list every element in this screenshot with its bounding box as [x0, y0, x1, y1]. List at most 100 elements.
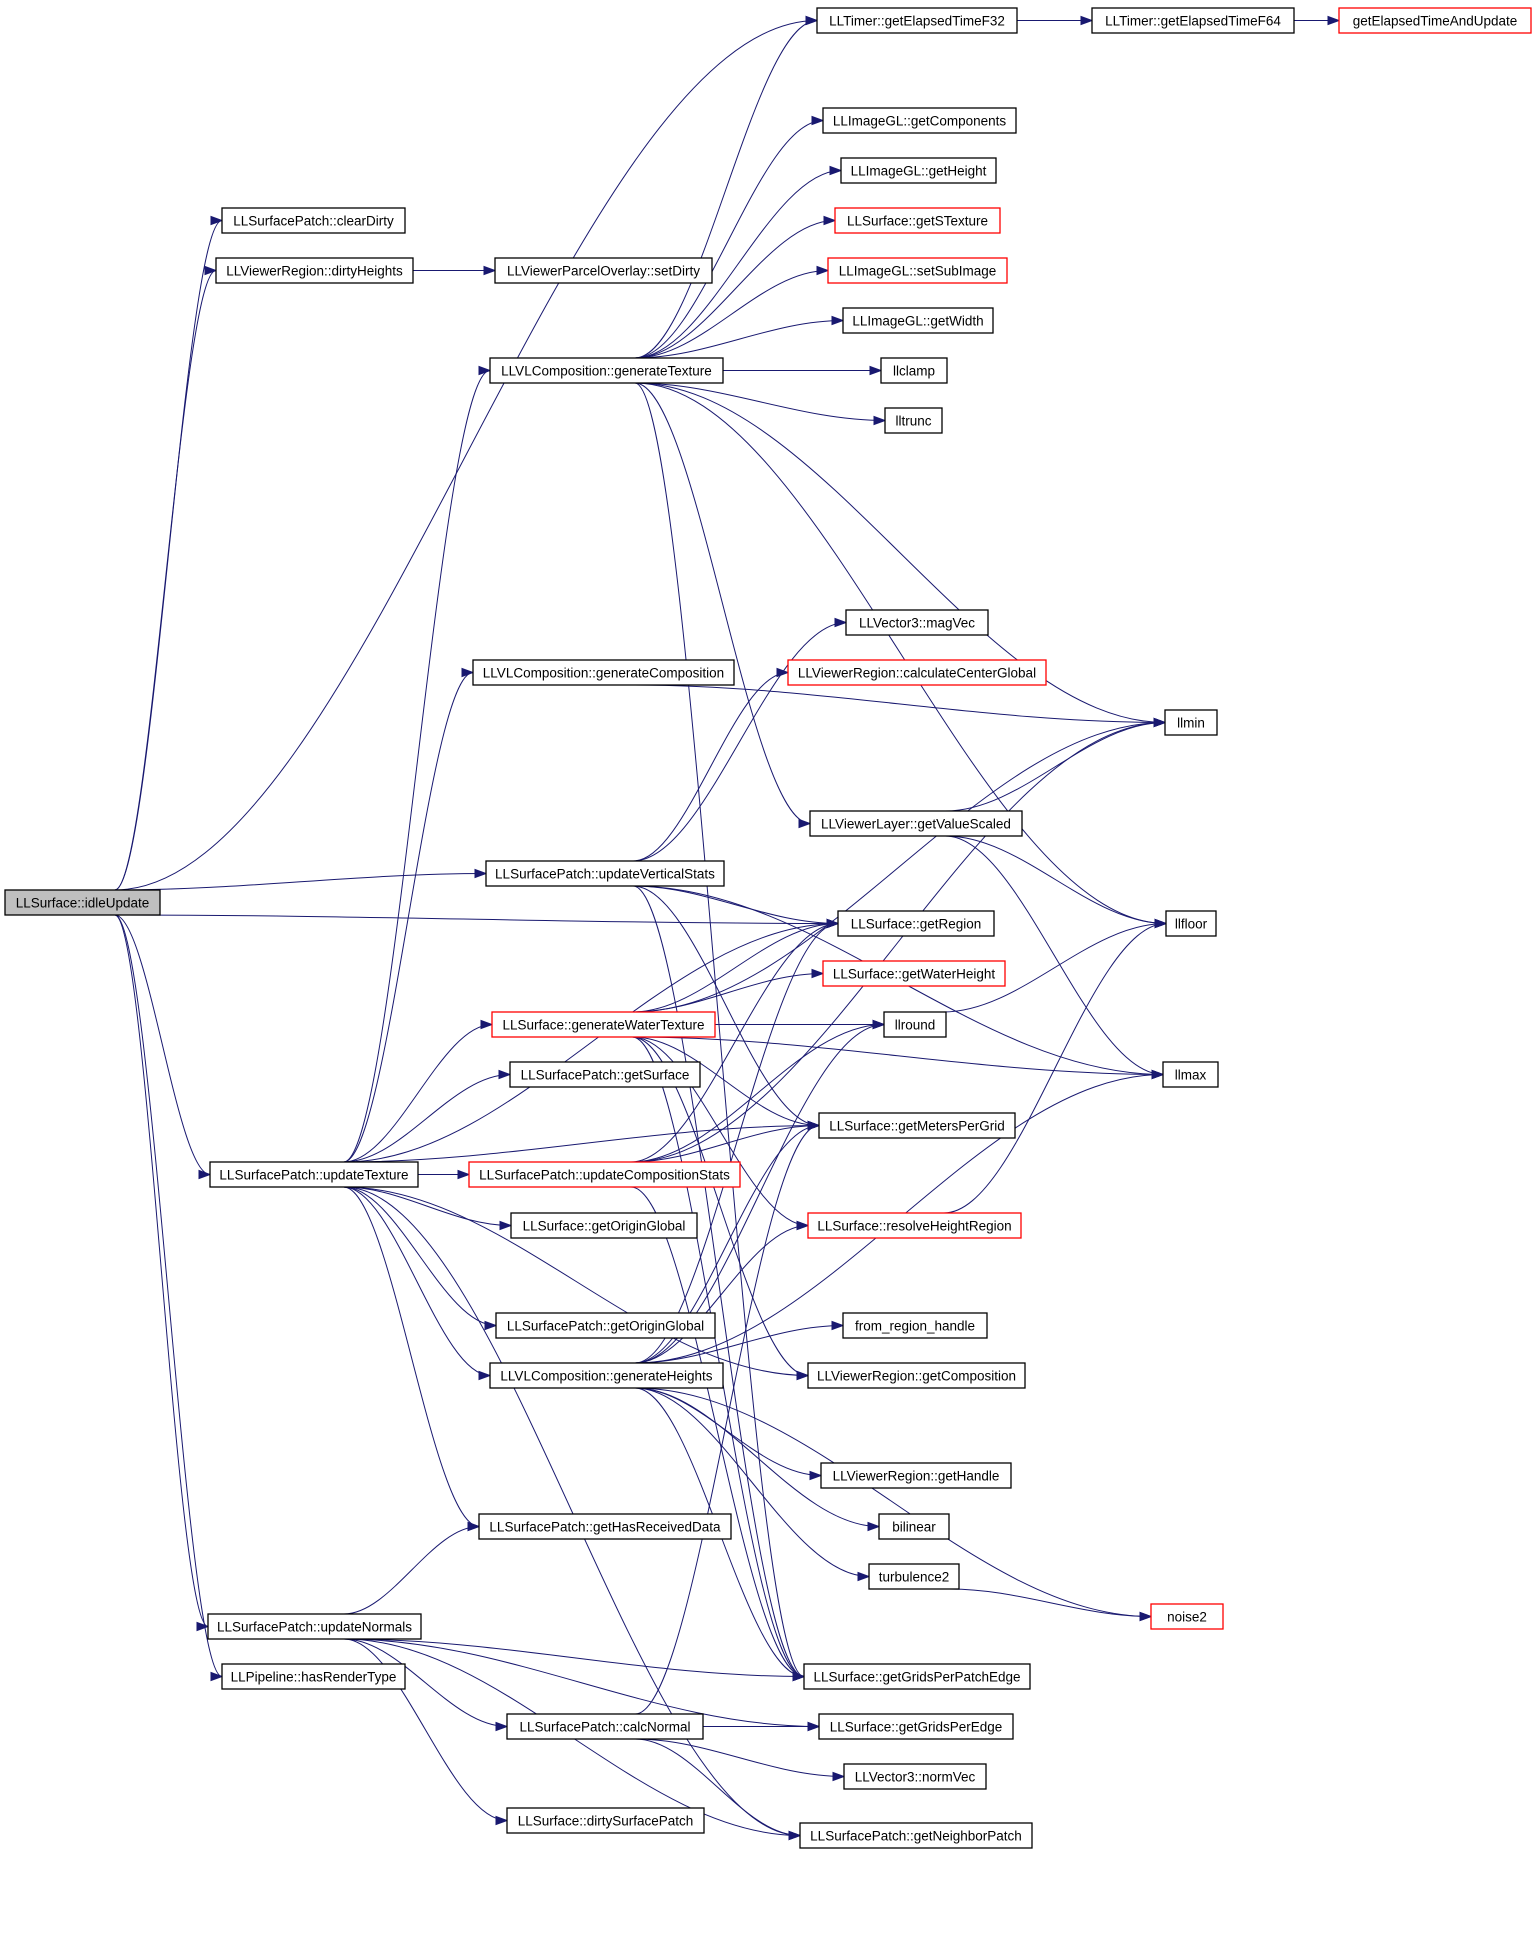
node-get-elapsed-f64[interactable]: LLTimer::getElapsedTimeF64 [1091, 7, 1295, 34]
edge-calc-normal-to-norm-vec [635, 1738, 845, 1777]
node-update-texture[interactable]: LLSurfacePatch::updateTexture [209, 1161, 419, 1188]
node-get-origin-global[interactable]: LLSurface::getOriginGlobal [510, 1212, 698, 1239]
node-box [478, 1513, 732, 1540]
edge-update-normals-to-get-grids-per-patch [343, 1638, 805, 1677]
node-get-stexture[interactable]: LLSurface::getSTexture [834, 207, 1001, 234]
node-clear-dirty[interactable]: LLSurfacePatch::clearDirty [221, 207, 406, 234]
node-has-received[interactable]: LLSurfacePatch::getHasReceivedData [478, 1513, 732, 1540]
arrowhead-get-elapsed-f64-to-get-elapsed-update [1327, 15, 1341, 26]
node-llround[interactable]: llround [883, 1011, 947, 1038]
edge-gen-water-to-llmin [632, 722, 1166, 1013]
arrowhead-gen-texture-to-llclamp [869, 365, 883, 376]
node-box [494, 257, 713, 284]
node-calc-normal[interactable]: LLSurfacePatch::calcNormal [506, 1713, 704, 1740]
node-label: LLViewerRegion::calculateCenterGlobal [798, 666, 1036, 681]
node-label: LLVLComposition::generateTexture [501, 364, 712, 379]
edge-update-vert-to-calc-center [633, 672, 789, 862]
node-label: LLSurface::getWaterHeight [833, 967, 996, 982]
node-get-grids-per-patch[interactable]: LLSurface::getGridsPerPatchEdge [803, 1663, 1031, 1690]
node-gen-heights[interactable]: LLVLComposition::generateHeights [489, 1362, 724, 1389]
arrowhead-calc-normal-to-get-neighbor [788, 1830, 802, 1841]
edge-gen-texture-to-get-elapsed-f32 [634, 20, 818, 359]
node-noise2[interactable]: noise2 [1150, 1603, 1224, 1630]
node-norm-vec[interactable]: LLVector3::normVec [843, 1763, 987, 1790]
arrowhead-gen-texture-to-lltrunc [873, 415, 887, 426]
edge-resolve-height-to-llfloor [943, 923, 1167, 1214]
node-get-height[interactable]: LLImageGL::getHeight [840, 157, 997, 184]
node-dirty-surf-patch[interactable]: LLSurface::dirtySurfacePatch [506, 1807, 705, 1834]
node-bilinear[interactable]: bilinear [878, 1513, 950, 1540]
node-get-elapsed-f32[interactable]: LLTimer::getElapsedTimeF32 [816, 7, 1018, 34]
node-label: LLImageGL::setSubImage [839, 264, 997, 279]
node-get-meters-per-grid[interactable]: LLSurface::getMetersPerGrid [818, 1112, 1016, 1139]
arrowhead-gen-heights-to-llmax [1151, 1069, 1165, 1080]
node-get-surface[interactable]: LLSurfacePatch::getSurface [509, 1061, 701, 1088]
edge-gen-texture-to-get-width [634, 320, 844, 359]
node-patch-origin-global[interactable]: LLSurfacePatch::getOriginGlobal [495, 1312, 716, 1339]
edge-update-texture-to-gen-water [343, 1024, 493, 1163]
edge-get-value-scaled-to-llmax [945, 835, 1164, 1075]
node-llmin[interactable]: llmin [1164, 709, 1218, 736]
node-box [1150, 1603, 1224, 1630]
edge-gen-heights-to-get-region [634, 923, 839, 1364]
edge-update-comp-stats-to-llmin [630, 722, 1166, 1163]
edge-get-value-scaled-to-llmin [945, 722, 1166, 812]
node-get-grids-per-edge[interactable]: LLSurface::getGridsPerEdge [818, 1713, 1014, 1740]
edge-idle-update-to-update-texture [114, 914, 211, 1175]
node-from-region-handle[interactable]: from_region_handle [842, 1312, 988, 1339]
node-get-value-scaled[interactable]: LLViewerLayer::getValueScaled [809, 810, 1023, 837]
node-has-render-type[interactable]: LLPipeline::hasRenderType [221, 1663, 406, 1690]
node-get-neighbor[interactable]: LLSurfacePatch::getNeighborPatch [799, 1822, 1033, 1849]
node-box [845, 609, 989, 636]
node-box [468, 1161, 741, 1188]
node-mag-vec[interactable]: LLVector3::magVec [845, 609, 989, 636]
node-update-normals[interactable]: LLSurfacePatch::updateNormals [207, 1613, 422, 1640]
node-gen-water[interactable]: LLSurface::generateWaterTexture [491, 1011, 716, 1038]
edge-update-vert-to-get-meters-per-grid [633, 885, 820, 1126]
node-update-vert[interactable]: LLSurfacePatch::updateVerticalStats [485, 860, 725, 887]
arrowhead-idle-update-to-dirty-heights [204, 265, 218, 276]
node-get-width[interactable]: LLImageGL::getWidth [842, 307, 994, 334]
node-calc-center[interactable]: LLViewerRegion::calculateCenterGlobal [787, 659, 1047, 686]
node-gen-composition[interactable]: LLVLComposition::generateComposition [472, 659, 735, 686]
node-update-comp-stats[interactable]: LLSurfacePatch::updateCompositionStats [468, 1161, 741, 1188]
node-box [809, 810, 1023, 837]
node-box [822, 960, 1006, 987]
arrowhead-update-normals-to-calc-normal [495, 1721, 509, 1732]
node-box [803, 1663, 1031, 1690]
arrowhead-gen-texture-to-get-elapsed-f32 [805, 15, 819, 26]
arrowhead-get-elapsed-f32-to-get-elapsed-f64 [1080, 15, 1094, 26]
node-box [509, 1061, 701, 1088]
edge-llround-to-llfloor [942, 923, 1167, 1013]
node-idle-update[interactable]: LLSurface::idleUpdate [4, 889, 161, 916]
arrowhead-update-texture-to-patch-origin-global [484, 1320, 498, 1331]
node-box [489, 1362, 724, 1389]
node-set-dirty[interactable]: LLViewerParcelOverlay::setDirty [494, 257, 713, 284]
node-dirty-heights[interactable]: LLViewerRegion::dirtyHeights [215, 257, 414, 284]
node-get-region[interactable]: LLSurface::getRegion [837, 910, 995, 937]
node-llmax[interactable]: llmax [1162, 1061, 1219, 1088]
node-get-components[interactable]: LLImageGL::getComponents [822, 107, 1017, 134]
node-set-sub-image[interactable]: LLImageGL::setSubImage [827, 257, 1008, 284]
node-box [818, 1713, 1014, 1740]
node-get-elapsed-update[interactable]: getElapsedTimeAndUpdate [1338, 7, 1532, 34]
arrowhead-update-vert-to-mag-vec [834, 617, 848, 628]
node-gen-texture[interactable]: LLVLComposition::generateTexture [489, 357, 724, 384]
arrowhead-gen-texture-to-get-components [811, 115, 825, 126]
arrowhead-idle-update-to-update-vert [474, 868, 488, 879]
node-get-handle[interactable]: LLViewerRegion::getHandle [820, 1462, 1012, 1489]
node-box [822, 107, 1017, 134]
edge-gen-texture-to-get-value-scaled [634, 382, 811, 824]
edge-update-comp-stats-to-llround [630, 1024, 885, 1163]
node-lltrunc[interactable]: lltrunc [884, 407, 943, 434]
node-label: LLSurfacePatch::calcNormal [519, 1720, 690, 1735]
edge-gen-texture-to-llfloor [634, 382, 1167, 924]
edge-update-texture-to-get-composition [343, 1186, 809, 1376]
node-get-water-height[interactable]: LLSurface::getWaterHeight [822, 960, 1006, 987]
node-llclamp[interactable]: llclamp [880, 357, 948, 384]
node-llfloor[interactable]: llfloor [1165, 910, 1217, 937]
node-turbulence2[interactable]: turbulence2 [868, 1563, 960, 1590]
node-resolve-height[interactable]: LLSurface::resolveHeightRegion [807, 1212, 1022, 1239]
node-get-composition[interactable]: LLViewerRegion::getComposition [807, 1362, 1026, 1389]
